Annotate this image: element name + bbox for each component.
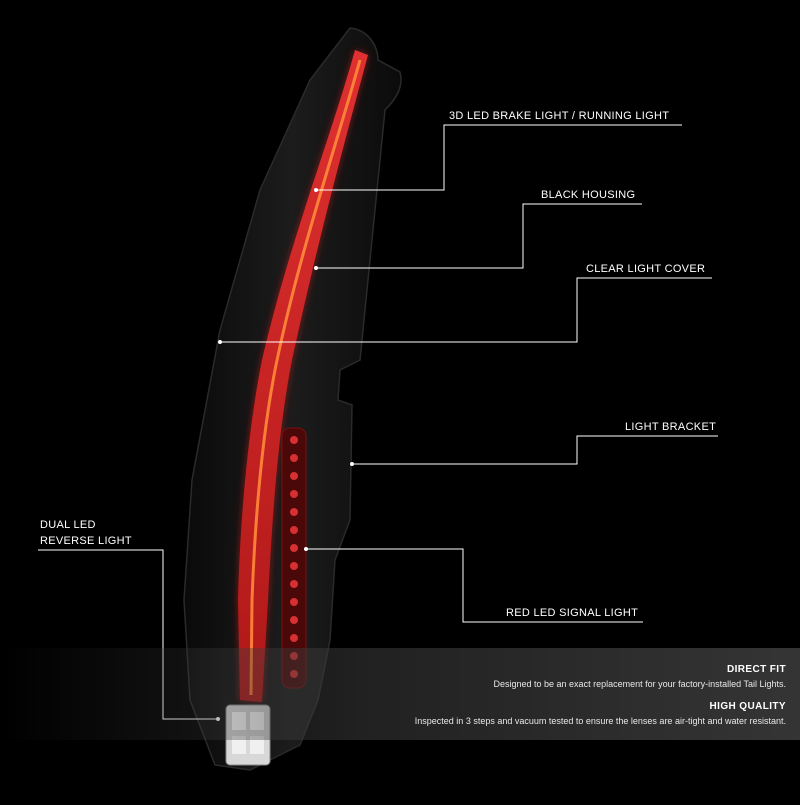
feature-info-band: DIRECT FIT Designed to be an exact repla… <box>0 648 800 740</box>
callout-brake-light: 3D LED BRAKE LIGHT / RUNNING LIGHT <box>449 110 670 122</box>
feature-title-high-quality: HIGH QUALITY <box>709 701 786 712</box>
feature-title-direct-fit: DIRECT FIT <box>727 664 786 675</box>
callout-light-bracket: LIGHT BRACKET <box>625 421 717 433</box>
callout-clear-cover: CLEAR LIGHT COVER <box>586 263 706 275</box>
callout-red-signal: RED LED SIGNAL LIGHT <box>506 607 639 619</box>
callout-reverse-line2: REVERSE LIGHT <box>40 535 132 547</box>
callout-lines <box>38 124 718 720</box>
led-running-strip <box>249 59 362 696</box>
callout-black-housing: BLACK HOUSING <box>541 189 636 201</box>
feature-text-high-quality: Inspected in 3 steps and vacuum tested t… <box>414 716 786 726</box>
led-brake-bar <box>238 50 368 702</box>
feature-text-direct-fit: Designed to be an exact replacement for … <box>493 679 787 689</box>
callout-reverse-line1: DUAL LED <box>40 519 96 531</box>
